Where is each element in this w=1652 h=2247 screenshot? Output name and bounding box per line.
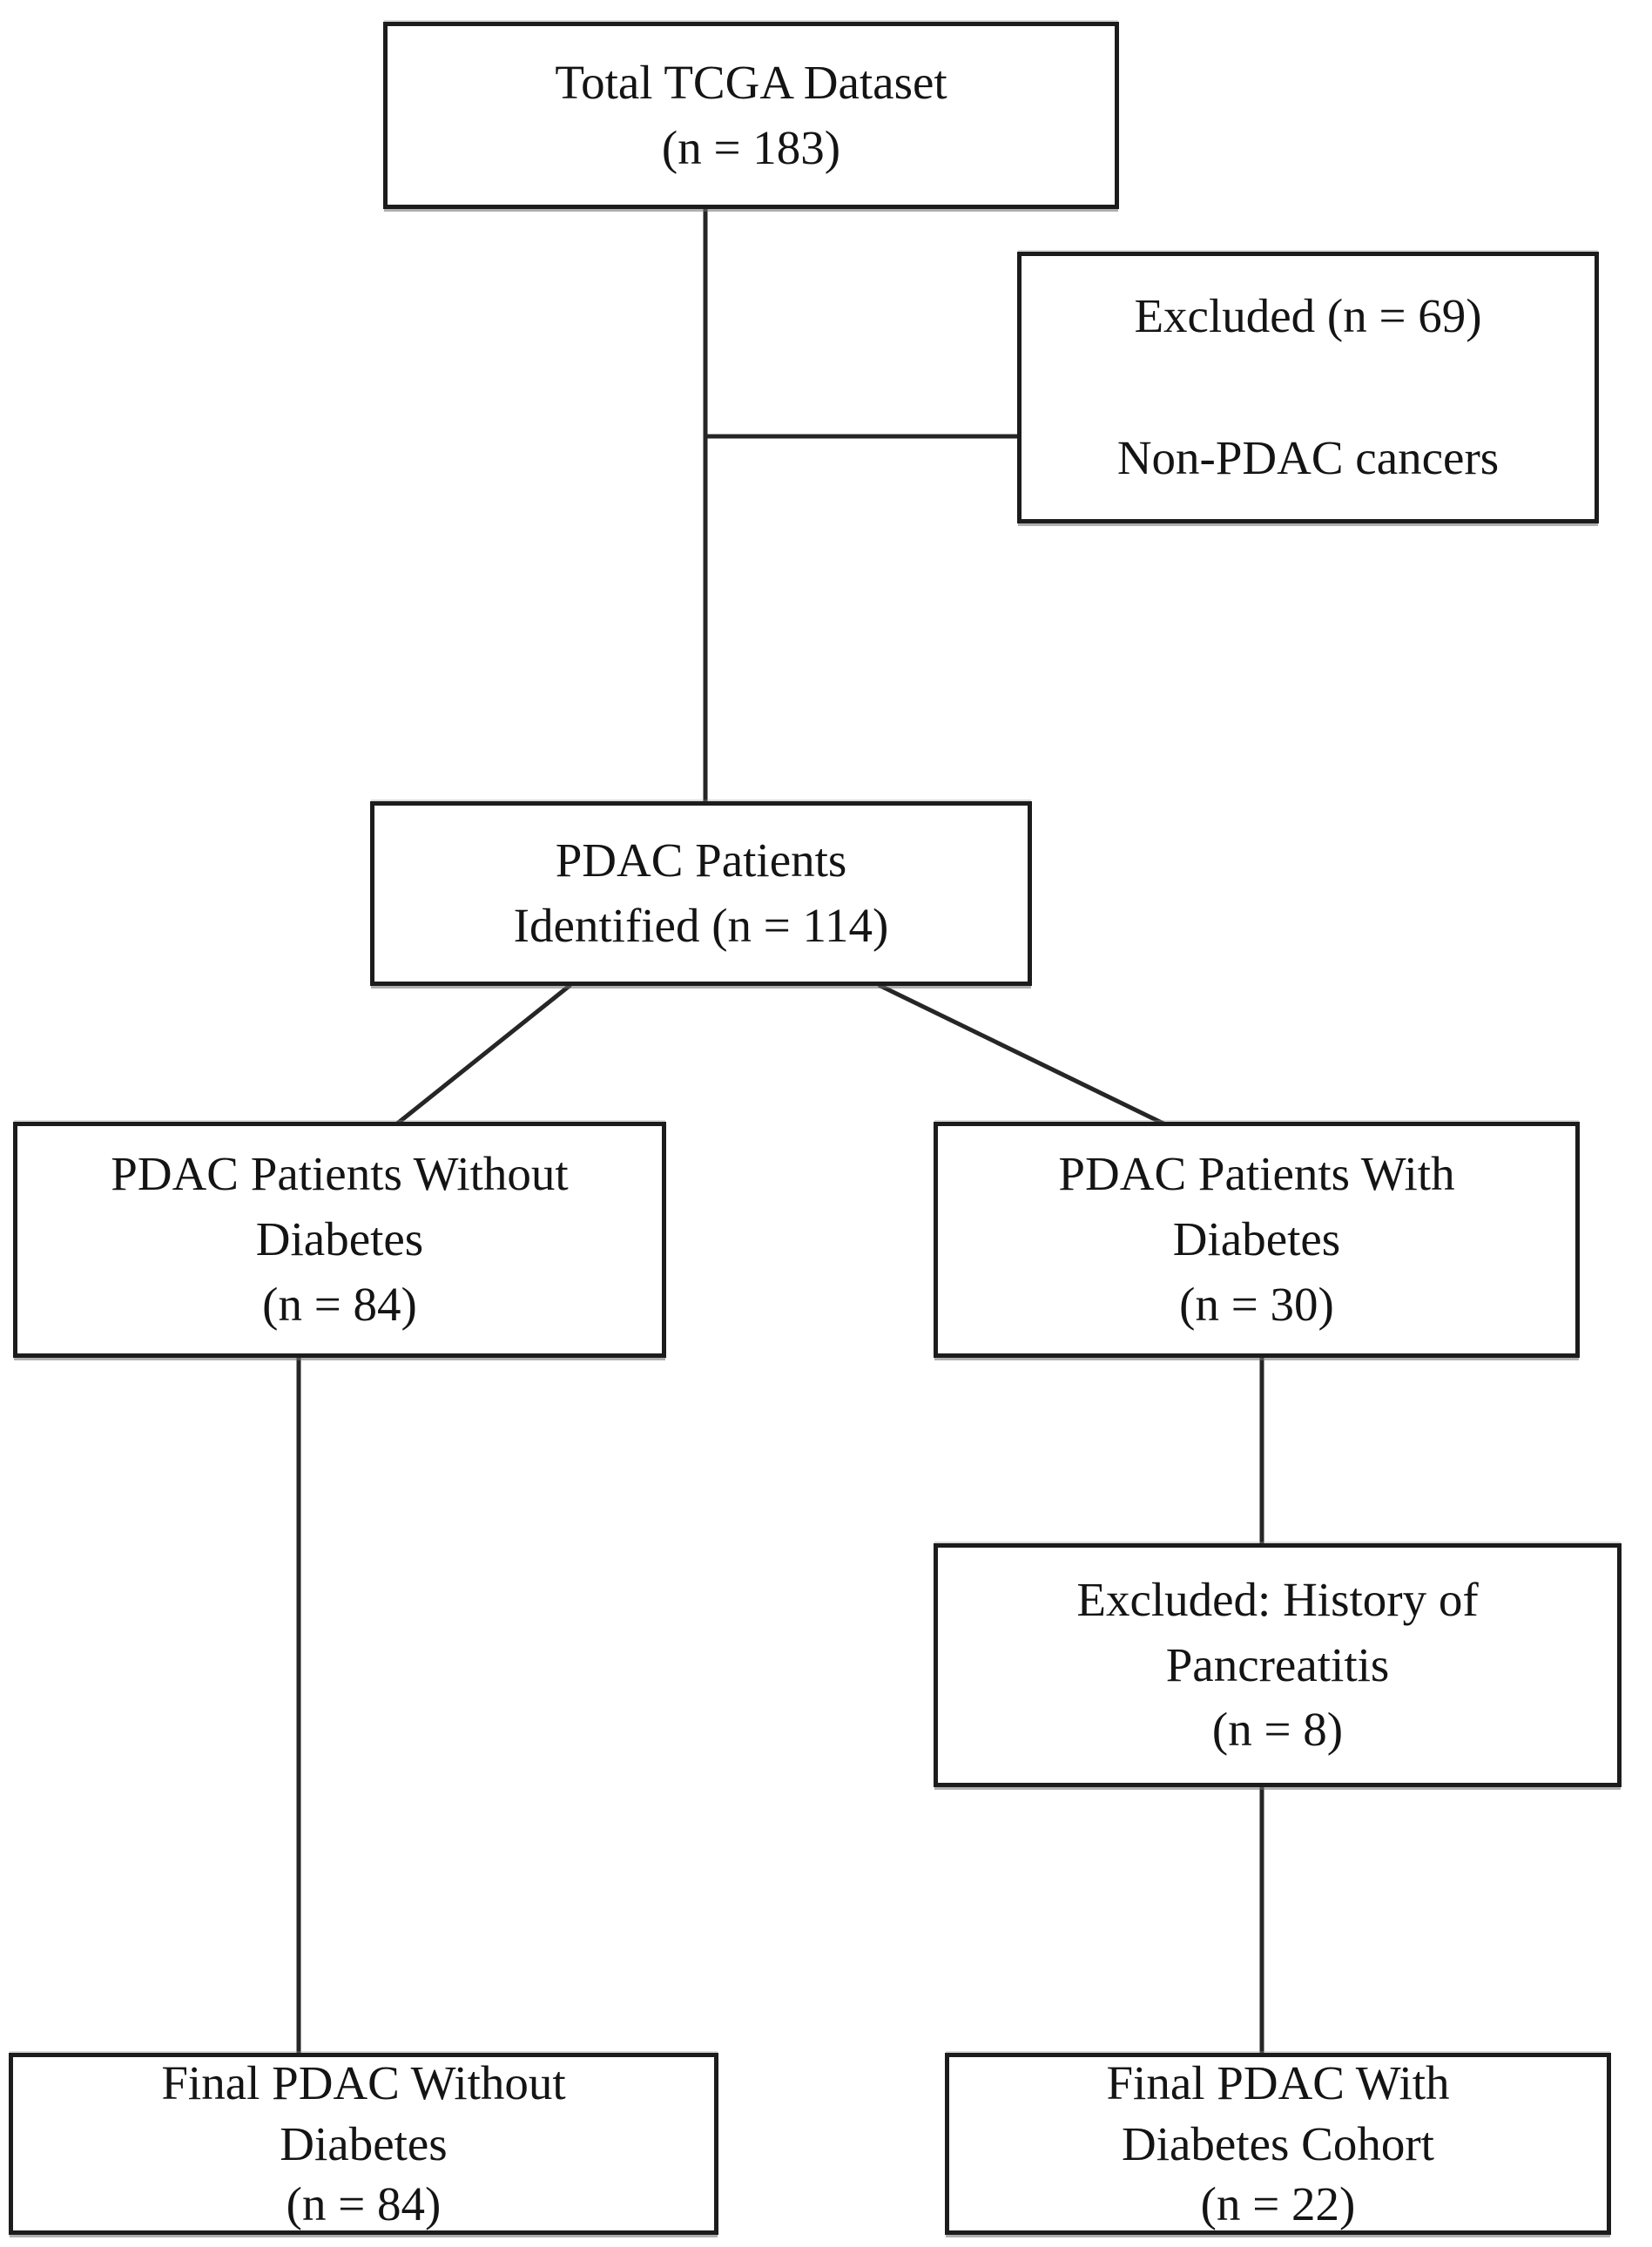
node-final-with-line-2: Diabetes Cohort [1122, 2116, 1434, 2170]
node-final-with-line-3: (n = 22) [1200, 2177, 1356, 2231]
connector-identified-to-without-diabetes [394, 983, 572, 1126]
node-final-without-line-2: Diabetes [280, 2116, 448, 2170]
node-with-diabetes-line-1: PDAC Patients With [1058, 1147, 1455, 1201]
node-pdac-without-diabetes: PDAC Patients Without Diabetes (n = 84) [13, 1122, 666, 1358]
node-final-with-line-1: Final PDAC With [1106, 2055, 1450, 2109]
node-excluded-pancreatitis-line-3: (n = 8) [1211, 1703, 1344, 1757]
node-identified-line-1: PDAC Patients [555, 833, 847, 887]
node-total-line-1: Total TCGA Dataset [555, 55, 947, 109]
node-excluded-non-pdac: Excluded (n = 69) Non-PDAC cancers [1017, 252, 1599, 523]
node-without-diabetes-line-3: (n = 84) [262, 1277, 417, 1331]
node-without-diabetes-line-1: PDAC Patients Without [111, 1147, 569, 1201]
node-excluded-pancreatitis-line-1: Excluded: History of [1076, 1572, 1479, 1626]
node-final-pdac-without-diabetes: Final PDAC Without Diabetes (n = 84) [9, 2053, 718, 2235]
node-excluded-non-pdac-line-1: Excluded (n = 69) [1134, 289, 1482, 343]
node-pdac-with-diabetes: PDAC Patients With Diabetes (n = 30) [934, 1122, 1580, 1358]
node-excluded-pancreatitis-line-2: Pancreatitis [1165, 1637, 1390, 1691]
node-final-pdac-with-diabetes-cohort: Final PDAC With Diabetes Cohort (n = 22) [945, 2053, 1611, 2235]
node-total-line-2: (n = 183) [661, 120, 841, 174]
node-without-diabetes-line-2: Diabetes [255, 1212, 424, 1266]
node-with-diabetes-line-3: (n = 30) [1179, 1277, 1334, 1331]
node-with-diabetes-line-2: Diabetes [1172, 1212, 1341, 1266]
node-excluded-pancreatitis: Excluded: History of Pancreatitis (n = 8… [934, 1543, 1622, 1787]
node-final-without-line-1: Final PDAC Without [161, 2055, 566, 2109]
node-identified-line-2: Identified (n = 114) [513, 899, 889, 952]
node-final-without-line-3: (n = 84) [286, 2177, 442, 2231]
node-pdac-patients-identified: PDAC Patients Identified (n = 114) [370, 801, 1032, 986]
connector-identified-to-with-diabetes [877, 982, 1167, 1127]
node-excluded-non-pdac-line-2: Non-PDAC cancers [1116, 431, 1500, 484]
node-total-tcga-dataset: Total TCGA Dataset (n = 183) [383, 22, 1119, 209]
